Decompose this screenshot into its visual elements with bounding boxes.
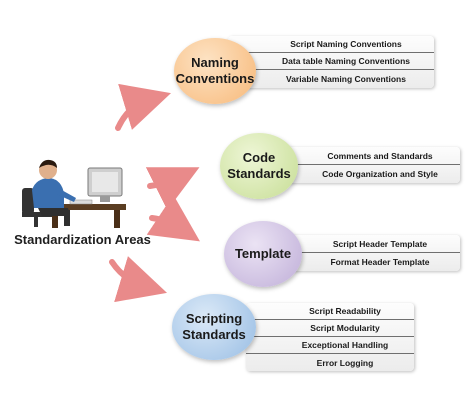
code-standards-circle: Code Standards xyxy=(220,133,298,199)
template-circle: Template xyxy=(224,221,302,287)
scripting-items-box: Script Readability Script Modularity Exc… xyxy=(246,303,414,371)
template-item: Format Header Template xyxy=(330,257,430,267)
code-item: Code Organization and Style xyxy=(322,169,438,179)
scripting-item: Error Logging xyxy=(316,357,374,368)
person-at-computer-icon xyxy=(22,159,126,228)
code-item: Comments and Standards xyxy=(270,147,460,165)
scripting-item: Exceptional Handling xyxy=(246,337,414,354)
template-item: Script Header Template xyxy=(270,235,460,253)
arrow-to-code xyxy=(145,167,200,211)
central-label: Standardization Areas xyxy=(14,232,151,247)
arrow-to-template xyxy=(146,194,200,242)
naming-items-box: Script Naming Conventions Data table Nam… xyxy=(228,36,434,88)
scripting-standards-circle: Scripting Standards xyxy=(172,294,256,360)
naming-item: Variable Naming Conventions xyxy=(286,74,406,84)
naming-conventions-circle: Naming Conventions xyxy=(174,38,256,104)
scripting-item: Script Modularity xyxy=(246,320,414,337)
scripting-item: Script Readability xyxy=(246,303,414,320)
naming-item: Data table Naming Conventions xyxy=(228,53,434,70)
naming-item: Script Naming Conventions xyxy=(228,36,434,53)
code-items-box: Comments and Standards Code Organization… xyxy=(270,147,460,183)
arrow-to-naming xyxy=(115,83,171,131)
arrow-to-scripting xyxy=(109,256,167,303)
